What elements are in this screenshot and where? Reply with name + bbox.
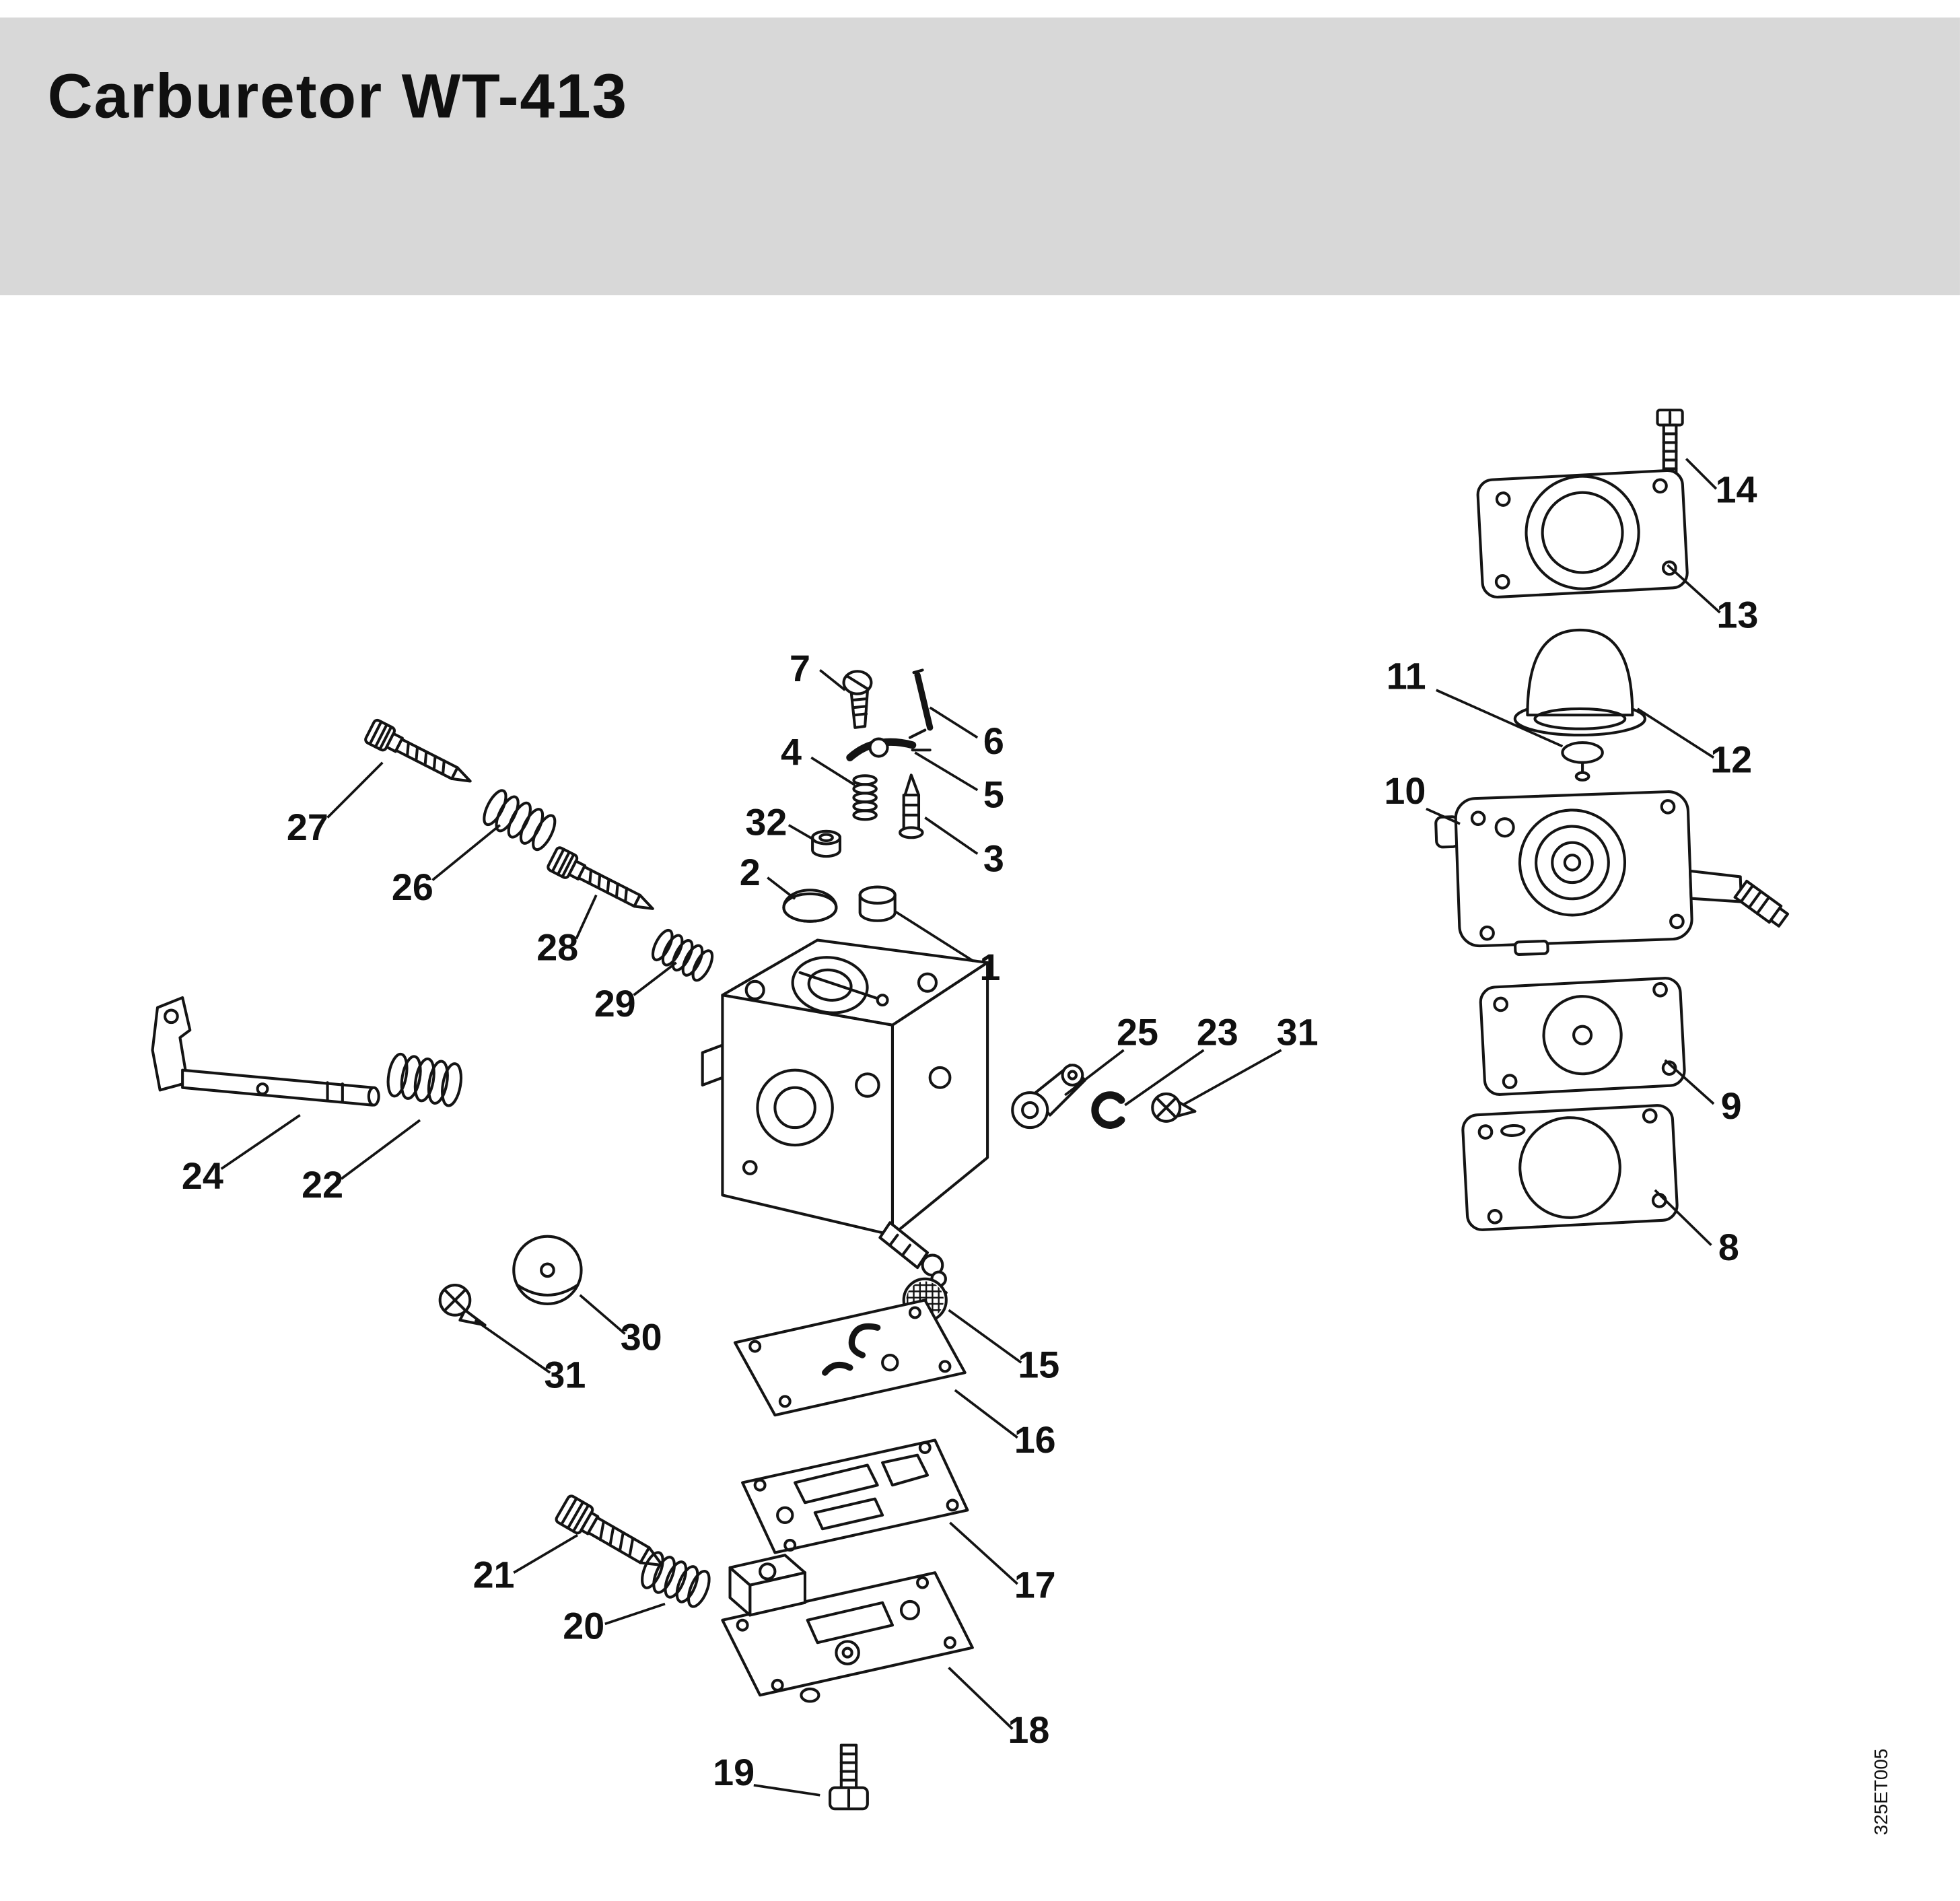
part-disc-30 xyxy=(512,1235,583,1305)
leader-lines xyxy=(220,458,1721,1797)
callout-10: 10 xyxy=(1384,770,1426,812)
part-plug-1 xyxy=(858,885,897,922)
callout-31-left: 31 xyxy=(544,1354,586,1395)
part-screw-21 xyxy=(555,1494,664,1567)
callout-31-right: 31 xyxy=(1277,1012,1319,1053)
part-bushing-32 xyxy=(811,829,842,858)
callout-32: 32 xyxy=(745,802,787,843)
callout-20: 20 xyxy=(563,1605,604,1647)
part-throttle-shaft-24 xyxy=(151,996,380,1107)
callout-30: 30 xyxy=(621,1317,662,1358)
watermark-code: 325ET005 xyxy=(1871,1748,1893,1836)
callout-1: 1 xyxy=(979,946,1000,988)
callout-19: 19 xyxy=(713,1752,755,1793)
part-spring-22 xyxy=(386,1052,462,1107)
callout-14: 14 xyxy=(1716,469,1757,511)
part-primer-bulb-12 xyxy=(1513,628,1646,737)
part-metering-diaphragm-16 xyxy=(733,1299,967,1417)
part-lever-5 xyxy=(846,728,932,761)
part-screw-31-left xyxy=(438,1284,487,1327)
part-lever-25 xyxy=(1011,1064,1087,1130)
callout-17: 17 xyxy=(1014,1564,1056,1605)
callout-9: 9 xyxy=(1721,1085,1742,1127)
part-pump-cover-13 xyxy=(1476,469,1689,599)
part-screw-27 xyxy=(364,718,472,783)
callout-21: 21 xyxy=(473,1554,515,1596)
part-c-clip-23 xyxy=(1091,1091,1125,1129)
callout-11: 11 xyxy=(1387,655,1426,697)
part-inlet-needle-3 xyxy=(899,773,924,839)
part-spring-4 xyxy=(852,774,878,821)
callout-22: 22 xyxy=(302,1164,343,1206)
callout-3: 3 xyxy=(983,837,1004,879)
callout-12: 12 xyxy=(1710,739,1752,781)
callout-23: 23 xyxy=(1197,1012,1238,1053)
part-valve-disc-11 xyxy=(1561,741,1604,782)
callout-7: 7 xyxy=(790,648,810,689)
page-title: Carburetor WT-413 xyxy=(47,61,628,131)
part-gasket-8 xyxy=(1461,1104,1679,1231)
part-screw-31-right xyxy=(1151,1092,1197,1123)
part-carburetor-body xyxy=(701,938,989,1305)
callout-labels: 7 6 4 5 32 3 2 1 27 26 28 29 25 23 31 24… xyxy=(182,469,1758,1793)
part-pump-body-10 xyxy=(1434,790,1790,956)
callout-29: 29 xyxy=(594,983,636,1025)
part-spring-29 xyxy=(651,928,714,982)
header-band xyxy=(0,17,1960,296)
callout-2: 2 xyxy=(740,852,761,893)
part-screw-19 xyxy=(829,1743,869,1811)
part-cap-2 xyxy=(782,889,838,923)
callout-16: 16 xyxy=(1014,1419,1056,1461)
callout-27: 27 xyxy=(287,806,328,848)
part-spring-26 xyxy=(483,789,557,852)
callout-8: 8 xyxy=(1718,1226,1739,1268)
callout-24: 24 xyxy=(182,1155,223,1197)
part-gasket-17 xyxy=(741,1439,969,1554)
part-screw-7 xyxy=(842,670,873,729)
callout-4: 4 xyxy=(781,732,802,773)
callout-6: 6 xyxy=(983,720,1004,762)
part-spring-20 xyxy=(641,1551,711,1608)
callout-15: 15 xyxy=(1018,1344,1059,1386)
callout-13: 13 xyxy=(1716,594,1758,635)
part-screw-28 xyxy=(547,846,654,910)
part-diaphragm-9 xyxy=(1479,977,1686,1096)
part-cover-18 xyxy=(721,1554,974,1703)
callout-25: 25 xyxy=(1117,1012,1158,1053)
callout-5: 5 xyxy=(983,774,1004,816)
callout-26: 26 xyxy=(392,866,433,908)
part-pin-6 xyxy=(912,668,934,731)
callout-28: 28 xyxy=(536,926,578,968)
callout-18: 18 xyxy=(1008,1709,1049,1751)
